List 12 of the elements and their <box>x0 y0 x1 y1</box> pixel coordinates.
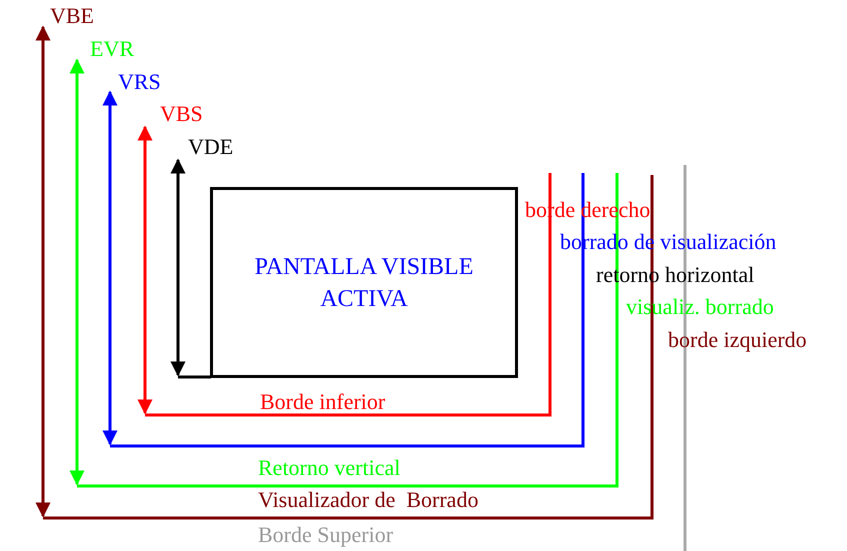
timing-label: EVR <box>90 37 134 61</box>
screen-box <box>210 187 518 378</box>
screen-label: PANTALLA VISIBLE ACTIVA <box>254 252 474 314</box>
timing-label: VBE <box>50 4 94 28</box>
region-label: Retorno vertical <box>258 456 400 480</box>
timing-label: VBS <box>160 102 203 126</box>
timing-label: VDE <box>188 135 234 159</box>
timing-label: VRS <box>118 70 161 94</box>
region-label: borde izquierdo <box>668 328 807 352</box>
region-label: Visualizador de Borrado <box>258 488 478 512</box>
region-label: Borde inferior <box>260 390 386 414</box>
region-label: Borde Superior <box>258 523 394 547</box>
